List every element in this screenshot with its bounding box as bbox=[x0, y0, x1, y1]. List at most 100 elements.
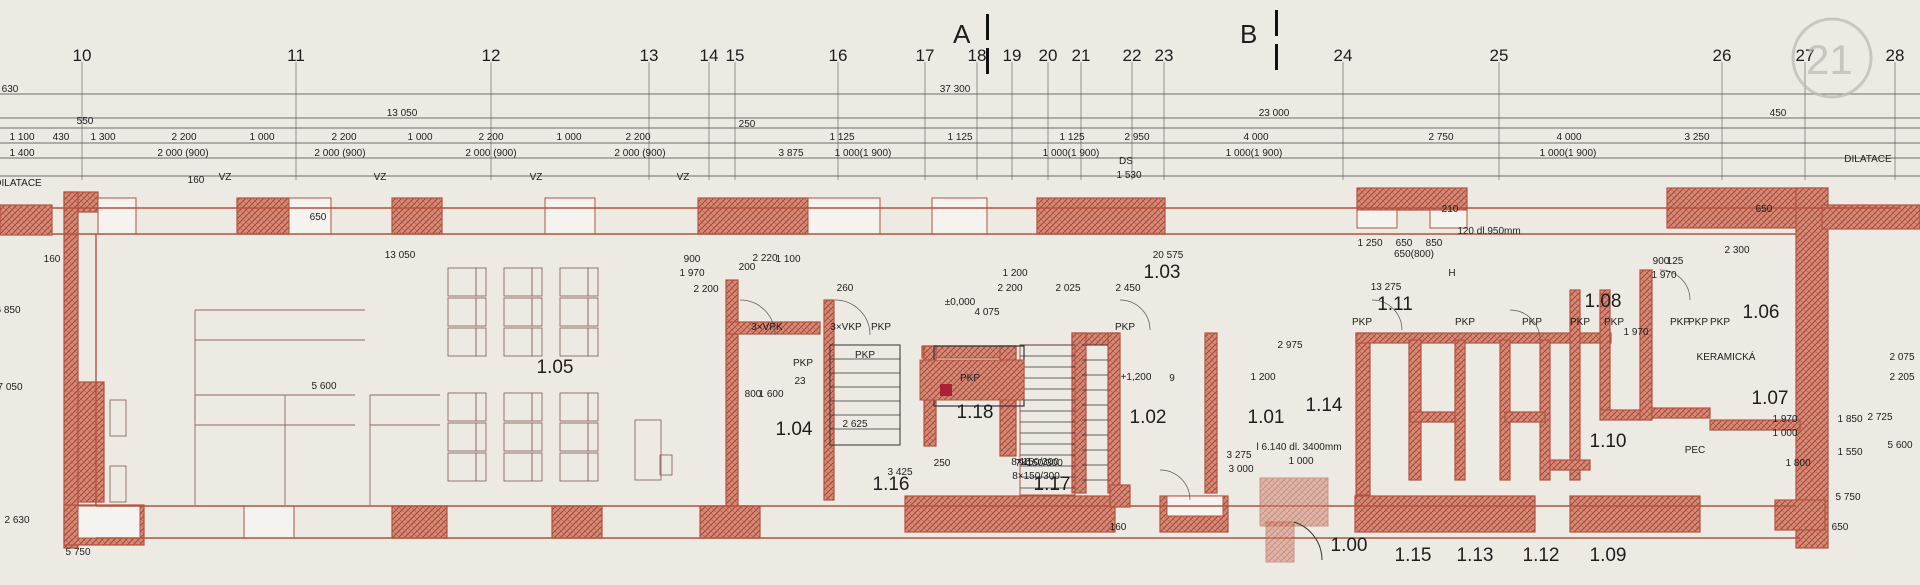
dimension-text: 1 200 bbox=[1002, 268, 1027, 279]
dimension-text: 23 bbox=[794, 376, 806, 387]
dimension-text: 250 bbox=[934, 458, 951, 469]
room-number: 1.15 bbox=[1395, 545, 1432, 566]
dimension-text: +1,200 bbox=[1121, 372, 1152, 383]
dimension-text: PKP bbox=[1352, 317, 1372, 328]
room-number: 1.18 bbox=[957, 402, 994, 423]
dimension-text: 1 300 bbox=[90, 132, 115, 143]
dimension-text: 210 bbox=[1442, 204, 1459, 215]
dimension-text: 2 025 bbox=[1055, 283, 1080, 294]
dimension-text: PKP bbox=[1115, 322, 1135, 333]
brand-logo: 21 bbox=[1791, 17, 1873, 99]
dimension-text: H bbox=[1448, 268, 1455, 279]
dimension-text: 120 dl.950mm bbox=[1457, 226, 1520, 237]
entry-steps bbox=[1259, 477, 1329, 563]
grid-axis-label: 22 bbox=[1123, 46, 1142, 65]
dimension-text: 6 850 bbox=[0, 305, 21, 316]
dimension-text: 1 000 bbox=[1772, 428, 1797, 439]
dimension-text: 2 000 (900) bbox=[614, 148, 665, 159]
dimension-text: 2 200 bbox=[997, 283, 1022, 294]
dimension-lines bbox=[0, 93, 1920, 177]
grid-axis-label: 13 bbox=[640, 46, 659, 65]
grid-axis-label: 28 bbox=[1886, 46, 1905, 65]
dimension-text: 2 000 (900) bbox=[157, 148, 208, 159]
grid-axis-label: 24 bbox=[1334, 46, 1353, 65]
dimension-text: 160 bbox=[188, 175, 205, 186]
dimension-text: 8×150/300 bbox=[1011, 457, 1059, 468]
wall-faces bbox=[52, 207, 1900, 539]
dimension-text: 2 200 bbox=[171, 132, 196, 143]
dimension-text: 2 625 bbox=[842, 419, 867, 430]
grid-axis-label: 18 bbox=[968, 46, 987, 65]
dimension-text: 1 000 bbox=[249, 132, 274, 143]
dimension-text: 1 125 bbox=[829, 132, 854, 143]
dimension-text: 650(800) bbox=[1394, 249, 1434, 260]
grid-axis-label: 20 bbox=[1039, 46, 1058, 65]
dimension-text: 800 bbox=[745, 389, 762, 400]
dimension-text: 260 bbox=[837, 283, 854, 294]
furniture-room-1-05 bbox=[109, 267, 673, 505]
dimension-text: PKP bbox=[1604, 317, 1624, 328]
dimension-text: 16 bbox=[1019, 457, 1031, 468]
dimension-text: 2 200 bbox=[693, 284, 718, 295]
dimension-text: 900 bbox=[684, 254, 701, 265]
dimension-text: VZ bbox=[219, 172, 232, 183]
stair-core bbox=[829, 344, 1108, 496]
dimension-text: PKP bbox=[1455, 317, 1475, 328]
dimension-text: 7 050 bbox=[0, 382, 23, 393]
dimension-text: 125 bbox=[1667, 256, 1684, 267]
room-number: 1.11 bbox=[1377, 294, 1413, 315]
section-mark-b: B bbox=[1240, 19, 1257, 49]
dimension-text: 13 275 bbox=[1371, 282, 1402, 293]
dimension-text: 630 bbox=[2, 84, 19, 95]
dimension-text: VZ bbox=[530, 172, 543, 183]
dimension-text: 4 000 bbox=[1243, 132, 1268, 143]
room-number: 1.07 bbox=[1752, 388, 1789, 409]
dimension-text: 650 bbox=[1396, 238, 1413, 249]
dimension-text: 900 bbox=[1653, 256, 1670, 267]
room-number: 1.10 bbox=[1590, 431, 1627, 452]
dimension-text: 550 bbox=[77, 116, 94, 127]
dimension-text: DILATACE bbox=[0, 178, 42, 189]
dimension-text: 13 050 bbox=[385, 250, 416, 261]
dimension-text: 650 bbox=[1832, 522, 1849, 533]
dimension-text: 3 275 bbox=[1226, 450, 1251, 461]
room-labels: 1.051.041.161.181.171.021.031.011.141.11… bbox=[537, 262, 1789, 566]
door-swings bbox=[739, 269, 1691, 501]
room-number: 1.16 bbox=[873, 474, 910, 495]
dimension-text: 1 000(1 900) bbox=[1043, 148, 1100, 159]
dimension-text: KERAMICKÁ bbox=[1697, 350, 1756, 363]
dimension-text: 1 125 bbox=[1059, 132, 1084, 143]
dimension-text: l 6.140 dl. 3400mm bbox=[1256, 442, 1341, 453]
dimension-text: 3×VKP bbox=[830, 322, 862, 333]
dimension-text: 1 000(1 900) bbox=[835, 148, 892, 159]
room-number: 1.17 bbox=[1034, 474, 1071, 495]
dimension-text: 650 bbox=[310, 212, 327, 223]
room-number: 1.09 bbox=[1590, 545, 1627, 566]
dimension-text: 5 600 bbox=[311, 381, 336, 392]
grid-axis-label: 19 bbox=[1003, 46, 1022, 65]
grid-axis-label: 16 bbox=[829, 46, 848, 65]
room-number: 1.01 bbox=[1248, 407, 1285, 428]
dimension-text: PKP bbox=[855, 350, 875, 361]
room-number: 1.05 bbox=[537, 357, 574, 378]
dimension-text: 1 100 bbox=[775, 254, 800, 265]
room-number: 1.06 bbox=[1743, 302, 1780, 323]
dimension-text: 2 975 bbox=[1277, 340, 1302, 351]
dimension-text: 3 875 bbox=[778, 148, 803, 159]
dimension-text: DS bbox=[1119, 156, 1133, 167]
dimension-text: 650 bbox=[1756, 204, 1773, 215]
room-number: 1.13 bbox=[1457, 545, 1494, 566]
dimension-text: 1 000(1 900) bbox=[1226, 148, 1283, 159]
dimension-text: PKP bbox=[1570, 317, 1590, 328]
section-marks: A B bbox=[953, 10, 1278, 74]
dimension-text: PKP bbox=[960, 373, 980, 384]
grid-axis-ticks bbox=[81, 62, 1896, 180]
dimension-text: PKP bbox=[1670, 317, 1690, 328]
dimension-text: PKP bbox=[871, 322, 891, 333]
dimension-text: 200 bbox=[739, 262, 756, 273]
grid-axis-label: 23 bbox=[1155, 46, 1174, 65]
dimension-text: 1 970 bbox=[679, 268, 704, 279]
dimension-text: 5 600 bbox=[1887, 440, 1912, 451]
dimension-text: 1 550 bbox=[1837, 447, 1862, 458]
